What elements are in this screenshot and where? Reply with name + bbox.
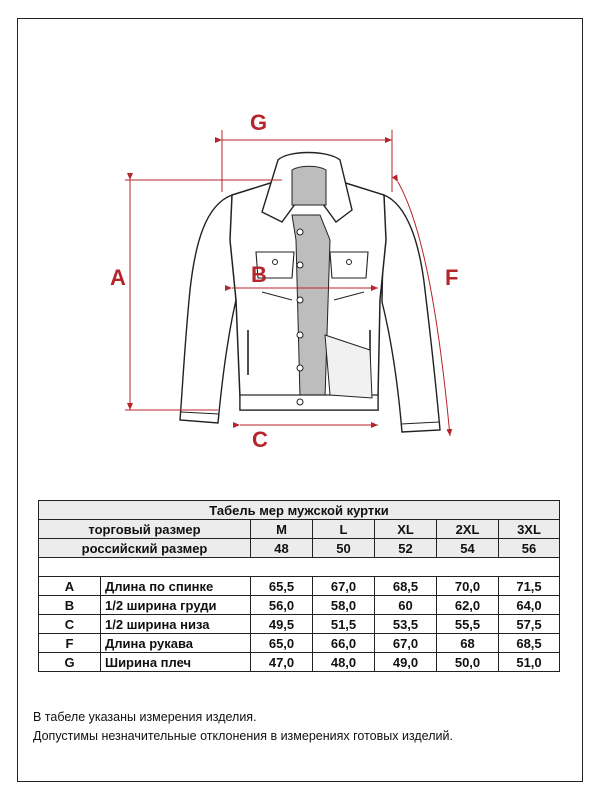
trade-size-row: торговый размер M L XL 2XL 3XL bbox=[38, 519, 560, 539]
trade-size: 2XL bbox=[436, 519, 499, 539]
measure-value: 49,0 bbox=[374, 652, 437, 672]
measure-code: B bbox=[38, 595, 101, 615]
measure-name: Ширина плеч bbox=[100, 652, 251, 672]
page-frame bbox=[17, 18, 583, 782]
jacket-diagram: G A B C F bbox=[110, 110, 458, 452]
measure-value: 51,5 bbox=[312, 614, 375, 634]
measure-value: 48,0 bbox=[312, 652, 375, 672]
trade-size: XL bbox=[374, 519, 437, 539]
russian-size: 48 bbox=[250, 538, 313, 558]
trade-size: 3XL bbox=[498, 519, 560, 539]
label-b: B bbox=[251, 262, 267, 287]
measure-value: 68,5 bbox=[498, 633, 560, 653]
russian-size-label: российский размер bbox=[38, 538, 251, 558]
footer-note: В табеле указаны измерения изделия. bbox=[33, 710, 257, 724]
measure-code: A bbox=[38, 576, 101, 596]
table-title: Табель мер мужской куртки bbox=[38, 500, 560, 520]
measure-value: 49,5 bbox=[250, 614, 313, 634]
measure-value: 65,5 bbox=[250, 576, 313, 596]
label-c: C bbox=[252, 427, 268, 452]
russian-size-row: российский размер 48 50 52 54 56 bbox=[38, 538, 560, 558]
measure-value: 67,0 bbox=[312, 576, 375, 596]
footer-notes: В табеле указаны измерения изделия. Допу… bbox=[33, 708, 453, 746]
left-sleeve bbox=[179, 194, 237, 424]
russian-size: 50 bbox=[312, 538, 375, 558]
measure-value: 53,5 bbox=[374, 614, 437, 634]
label-a: A bbox=[110, 265, 126, 290]
measure-name: Длина рукава bbox=[100, 633, 251, 653]
measure-value: 67,0 bbox=[374, 633, 437, 653]
measure-name: 1/2 ширина низа bbox=[100, 614, 251, 634]
measure-value: 47,0 bbox=[250, 652, 313, 672]
measure-value: 55,5 bbox=[436, 614, 499, 634]
measure-value: 66,0 bbox=[312, 633, 375, 653]
footer-note: Допустимы незначительные отклонения в из… bbox=[33, 729, 453, 743]
table-row: B 1/2 ширина груди 56,0 58,0 60 62,0 64,… bbox=[38, 595, 560, 615]
measure-value: 56,0 bbox=[250, 595, 313, 615]
table-row: F Длина рукава 65,0 66,0 67,0 68 68,5 bbox=[38, 633, 560, 653]
table-row: A Длина по спинке 65,5 67,0 68,5 70,0 71… bbox=[38, 576, 560, 596]
right-sleeve bbox=[381, 193, 441, 433]
measure-name: 1/2 ширина груди bbox=[100, 595, 251, 615]
measure-value: 68 bbox=[436, 633, 499, 653]
measure-value: 71,5 bbox=[498, 576, 560, 596]
measure-value: 62,0 bbox=[436, 595, 499, 615]
label-g: G bbox=[250, 110, 267, 135]
trade-size: M bbox=[250, 519, 313, 539]
size-table: Табель мер мужской куртки торговый разме… bbox=[38, 500, 560, 672]
measure-value: 65,0 bbox=[250, 633, 313, 653]
russian-size: 52 bbox=[374, 538, 437, 558]
measure-code: C bbox=[38, 614, 101, 634]
measure-value: 58,0 bbox=[312, 595, 375, 615]
measure-name: Длина по спинке bbox=[100, 576, 251, 596]
measure-value: 68,5 bbox=[374, 576, 437, 596]
table-row: C 1/2 ширина низа 49,5 51,5 53,5 55,5 57… bbox=[38, 614, 560, 634]
table-title-row: Табель мер мужской куртки bbox=[38, 500, 560, 520]
trade-size: L bbox=[312, 519, 375, 539]
measure-value: 70,0 bbox=[436, 576, 499, 596]
trade-size-label: торговый размер bbox=[38, 519, 251, 539]
measure-value: 50,0 bbox=[436, 652, 499, 672]
table-row: G Ширина плеч 47,0 48,0 49,0 50,0 51,0 bbox=[38, 652, 560, 672]
measure-value: 51,0 bbox=[498, 652, 560, 672]
label-f: F bbox=[445, 265, 458, 290]
measure-code: F bbox=[38, 633, 101, 653]
spacer-row bbox=[38, 557, 560, 577]
measure-value: 64,0 bbox=[498, 595, 560, 615]
russian-size: 54 bbox=[436, 538, 499, 558]
measure-value: 60 bbox=[374, 595, 437, 615]
measure-value: 57,5 bbox=[498, 614, 560, 634]
russian-size: 56 bbox=[498, 538, 560, 558]
measure-code: G bbox=[38, 652, 101, 672]
